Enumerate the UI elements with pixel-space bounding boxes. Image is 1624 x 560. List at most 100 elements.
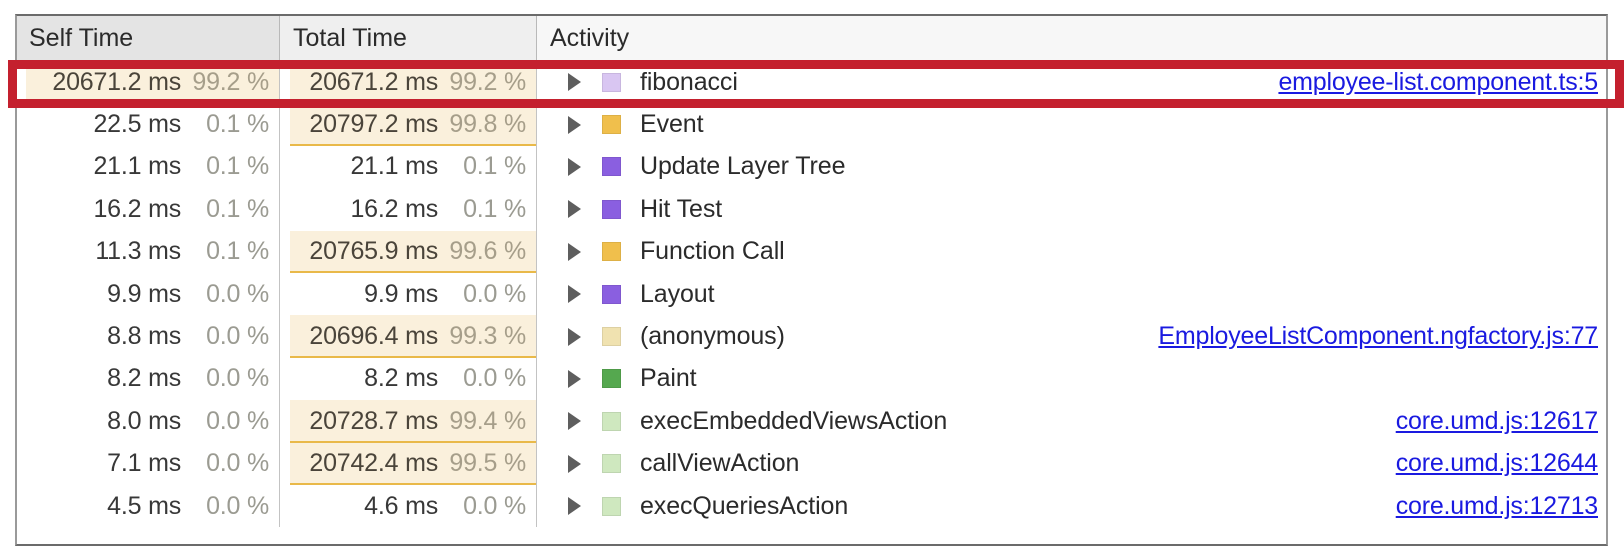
total-time-percent: 0.0 % <box>463 279 526 308</box>
total-time-value: 20671.2 ms <box>309 67 438 96</box>
source-location-link[interactable]: core.umd.js:12713 <box>1395 491 1598 520</box>
cell-self-time: 4.5 ms 0.0 % <box>17 485 279 527</box>
cell-activity: Update Layer Tree <box>536 145 1606 189</box>
table-row[interactable]: 9.9 ms 0.0 %9.9 ms 0.0 % Layout <box>17 272 1606 316</box>
cell-total-time: 4.6 ms 0.0 % <box>279 484 536 528</box>
cell-activity: Paint <box>536 357 1606 401</box>
activity-label: Layout <box>640 279 715 308</box>
total-time-value: 4.6 ms <box>364 491 438 520</box>
self-time-value: 4.5 ms <box>107 491 181 520</box>
table-header-row: Self Time Total Time Activity <box>17 16 1606 61</box>
self-time-value: 8.2 ms <box>107 364 181 393</box>
self-time-value: 7.1 ms <box>107 449 181 478</box>
cell-self-time: 16.2 ms 0.1 % <box>17 188 279 230</box>
activity-label: Function Call <box>640 237 785 266</box>
total-time-percent-bar <box>290 400 536 443</box>
expand-triangle-icon[interactable] <box>568 369 581 388</box>
expand-triangle-icon[interactable] <box>568 327 581 346</box>
cell-self-time: 8.2 ms 0.0 % <box>17 358 279 400</box>
self-time-value: 8.8 ms <box>107 322 181 351</box>
activity-color-swatch-icon <box>602 157 621 177</box>
activity-label: (anonymous) <box>640 322 785 351</box>
self-time-value: 16.2 ms <box>93 194 181 223</box>
total-time-value: 20797.2 ms <box>309 110 438 139</box>
total-time-value: 9.9 ms <box>364 279 438 308</box>
expand-triangle-icon[interactable] <box>568 115 581 134</box>
cell-activity: execEmbeddedViewsAction core.umd.js:12617 <box>536 400 1606 443</box>
source-location-link[interactable]: EmployeeListComponent.ngfactory.js:77 <box>1158 322 1598 351</box>
activity-color-swatch-icon <box>602 496 621 516</box>
activity-color-swatch-icon <box>602 411 621 431</box>
cell-total-time: 20671.2 ms 99.2 % <box>279 61 536 104</box>
source-location-link[interactable]: employee-list.component.ts:5 <box>1278 67 1598 96</box>
total-time-value: 20728.7 ms <box>309 406 438 435</box>
expand-triangle-icon[interactable] <box>568 412 581 431</box>
expand-triangle-icon[interactable] <box>568 454 581 473</box>
total-time-value: 20742.4 ms <box>309 449 438 478</box>
column-header-self-time[interactable]: Self Time <box>29 24 134 52</box>
total-time-percent: 0.0 % <box>463 491 526 520</box>
source-location-link[interactable]: core.umd.js:12644 <box>1395 449 1598 478</box>
total-time-percent: 99.2 % <box>449 67 526 96</box>
activity-color-swatch-icon <box>602 284 621 304</box>
cell-total-time: 8.2 ms 0.0 % <box>279 357 536 401</box>
activity-label: fibonacci <box>640 67 738 96</box>
cell-self-time: 8.0 ms 0.0 % <box>17 400 279 442</box>
self-time-value: 20671.2 ms <box>52 67 181 96</box>
total-time-percent: 0.0 % <box>463 364 526 393</box>
expand-triangle-icon[interactable] <box>568 242 581 261</box>
cell-total-time: 9.9 ms 0.0 % <box>279 272 536 316</box>
self-time-percent: 0.1 % <box>206 194 269 223</box>
expand-triangle-icon[interactable] <box>568 200 581 219</box>
activity-color-swatch-icon <box>602 115 621 135</box>
source-location-link[interactable]: core.umd.js:12617 <box>1395 406 1598 435</box>
self-time-percent: 0.0 % <box>206 406 269 435</box>
activity-color-swatch-icon <box>602 199 621 219</box>
total-time-percent-bar <box>290 315 536 359</box>
cell-activity: (anonymous) EmployeeListComponent.ngfacto… <box>536 315 1606 358</box>
expand-triangle-icon[interactable] <box>568 497 581 516</box>
activity-color-swatch-icon <box>602 369 621 389</box>
column-header-total-time[interactable]: Total Time <box>279 16 536 60</box>
activity-color-swatch-icon <box>602 242 621 262</box>
cell-activity: callViewAction core.umd.js:12644 <box>536 442 1606 485</box>
total-time-value: 8.2 ms <box>364 364 438 393</box>
self-time-percent: 0.0 % <box>206 364 269 393</box>
self-time-percent: 0.1 % <box>206 152 269 181</box>
self-time-percent: 0.1 % <box>206 237 269 266</box>
expand-triangle-icon[interactable] <box>568 73 581 92</box>
column-header-activity[interactable]: Activity <box>536 16 1606 60</box>
expand-triangle-icon[interactable] <box>568 285 581 304</box>
activity-label: execEmbeddedViewsAction <box>640 406 948 435</box>
total-time-percent: 99.6 % <box>449 237 526 266</box>
cell-activity: Event <box>536 103 1606 146</box>
total-time-percent: 0.1 % <box>463 194 526 223</box>
self-time-value: 8.0 ms <box>107 406 181 435</box>
activity-color-swatch-icon <box>602 72 621 92</box>
total-time-value: 20696.4 ms <box>309 322 438 351</box>
cell-activity: Function Call <box>536 230 1606 273</box>
expand-triangle-icon[interactable] <box>568 157 581 176</box>
activity-label: Paint <box>640 364 697 393</box>
table-row[interactable]: 8.2 ms 0.0 % 8.2 ms 0.0 % Paint <box>17 357 1606 401</box>
activity-label: callViewAction <box>640 449 800 478</box>
self-time-percent: 0.0 % <box>206 491 269 520</box>
